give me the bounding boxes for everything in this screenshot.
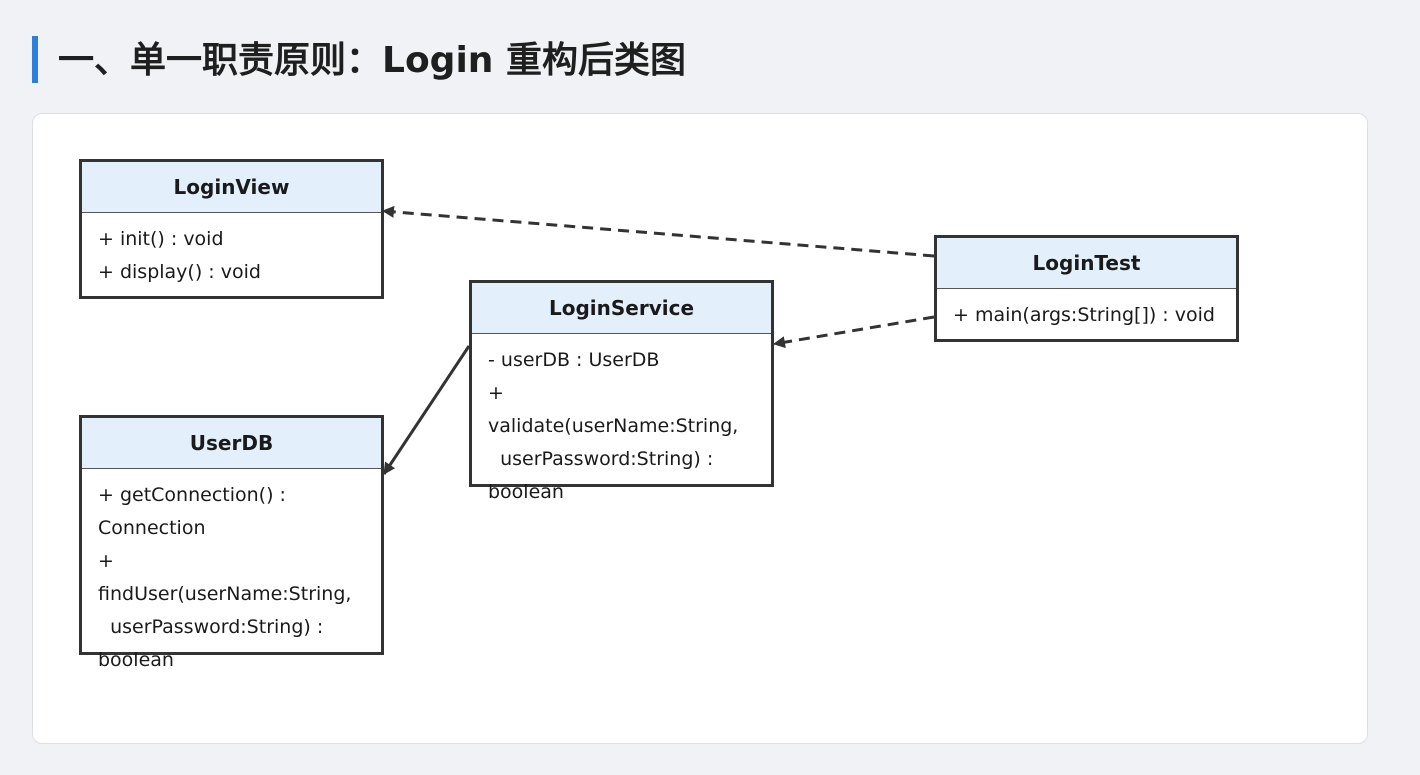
class-members: + main(args:String[]) : void [937, 289, 1236, 344]
page-title: 一、单一职责原则：Login 重构后类图 [58, 40, 686, 81]
class-members: + init() : void + display() : void [82, 213, 381, 301]
class-member: - userDB : UserDB [488, 349, 660, 371]
class-member: + display() : void [98, 261, 261, 283]
class-member: + validate(userName:String, userPassword… [488, 382, 739, 503]
class-members: - userDB : UserDB + validate(userName:St… [472, 334, 771, 521]
dependency-logintest-to-loginservice [773, 315, 935, 349]
class-member: + init() : void [98, 228, 224, 250]
class-logintest[interactable]: LoginTest + main(args:String[]) : void [934, 235, 1239, 342]
association-loginservice-to-userdb [382, 345, 471, 475]
class-loginview[interactable]: LoginView + init() : void + display() : … [79, 159, 384, 299]
class-name: UserDB [82, 418, 381, 469]
class-member: + getConnection() : Connection [98, 484, 286, 539]
class-member: + findUser(userName:String, userPassword… [98, 550, 352, 671]
class-members: + getConnection() : Connection + findUse… [82, 469, 381, 689]
class-member: + main(args:String[]) : void [953, 304, 1215, 326]
dependency-logintest-to-loginview [382, 205, 935, 258]
class-userdb[interactable]: UserDB + getConnection() : Connection + … [79, 415, 384, 671]
class-name: LoginService [472, 283, 771, 334]
title-accent-bar [32, 36, 38, 83]
class-name: LoginView [82, 162, 381, 213]
class-loginservice[interactable]: LoginService - userDB : UserDB + validat… [469, 280, 774, 503]
class-name: LoginTest [937, 238, 1236, 289]
